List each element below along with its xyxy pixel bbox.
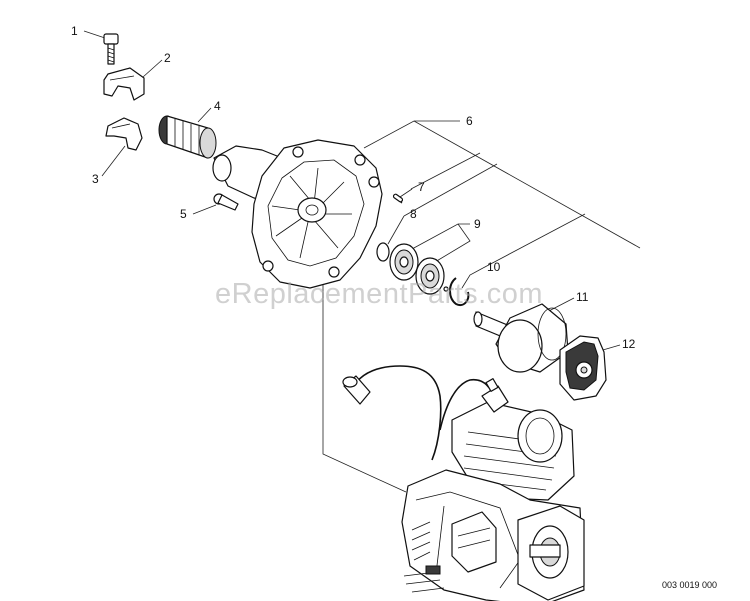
callout-6: 6	[466, 114, 473, 128]
engine-assembly	[342, 365, 585, 601]
part-7-pin	[392, 193, 404, 204]
callout-9: 9	[474, 217, 481, 231]
callout-12: 12	[622, 337, 636, 351]
part-9-bearings	[389, 243, 445, 295]
callout-1: 1	[71, 24, 78, 38]
part-8-snap-ring	[376, 242, 390, 262]
callout-8: 8	[410, 207, 417, 221]
callout-5: 5	[180, 207, 187, 221]
diagram-id: 003 0019 000	[662, 580, 718, 590]
part-10-circlip	[443, 277, 470, 306]
callout-2: 2	[164, 51, 171, 65]
watermark-text: eReplacementParts.com	[215, 278, 544, 310]
callout-3: 3	[92, 172, 99, 186]
callout-10: 10	[487, 260, 501, 274]
callout-4: 4	[214, 99, 221, 113]
part-3-clamp	[105, 117, 143, 151]
callout-11: 11	[576, 290, 589, 304]
part-2-clamp	[103, 67, 145, 101]
part-1-screw	[103, 33, 119, 65]
part-5-screw	[213, 193, 239, 211]
part-4-bushing	[158, 115, 217, 159]
leader-lines	[83, 30, 641, 493]
part-11-clutch-drum	[473, 303, 569, 373]
part-6-fan-housing	[212, 139, 383, 289]
callout-numbers: 1 2 3 4 5 6 7 8 9 10 11 12	[71, 24, 636, 351]
part-12-clutch-assembly	[559, 335, 607, 401]
callout-7: 7	[418, 180, 425, 194]
